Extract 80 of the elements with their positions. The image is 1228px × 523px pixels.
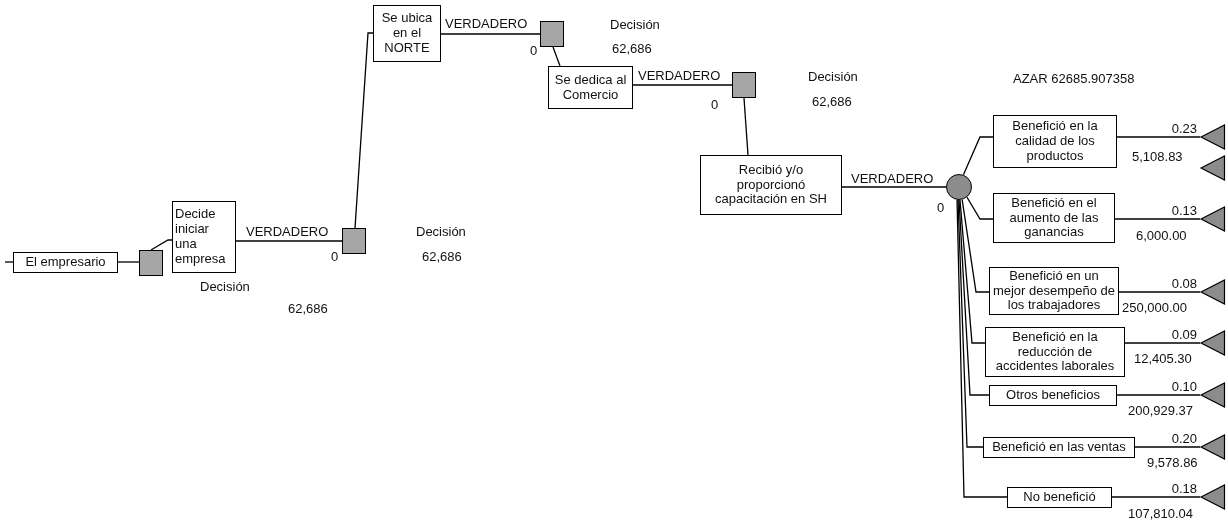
branch-line xyxy=(150,239,173,251)
branch-line xyxy=(354,32,374,229)
end-triangle xyxy=(1200,279,1225,305)
end-triangle xyxy=(1200,124,1225,150)
payoff-value: 9,578.86 xyxy=(1147,456,1198,469)
branch-line xyxy=(956,199,1008,498)
end-triangle xyxy=(1200,484,1225,510)
node-annotation: 0 xyxy=(530,44,538,57)
branch-line xyxy=(1118,291,1201,293)
probability-label: 0.20 xyxy=(1170,432,1198,445)
branch-line xyxy=(962,136,994,176)
branch-line xyxy=(743,97,749,156)
payoff-value: 5,108.83 xyxy=(1132,150,1183,163)
branch-box: Se ubica en el NORTE xyxy=(373,5,441,62)
probability-label: 0.10 xyxy=(1170,380,1198,393)
branch-label: VERDADERO xyxy=(245,225,330,238)
end-triangle xyxy=(1200,330,1225,356)
chance-value-note: 250,000.00 xyxy=(1122,301,1188,314)
branch-line xyxy=(1114,218,1201,220)
branch-box: No benefició xyxy=(1007,487,1112,508)
decision-square xyxy=(540,21,564,47)
payoff-value: 6,000.00 xyxy=(1136,229,1187,242)
branch-line xyxy=(440,33,541,35)
payoff-value: 200,929.37 xyxy=(1128,404,1194,417)
branch-label: VERDADERO xyxy=(850,172,935,185)
payoff-value: 12,405.30 xyxy=(1134,352,1192,365)
decision-square xyxy=(139,250,163,276)
node-annotation: Decisión xyxy=(416,225,466,238)
branch-box: Benefició en el aumento de las ganancias xyxy=(993,193,1115,243)
end-triangle xyxy=(1200,155,1225,181)
node-annotation: Decisión xyxy=(610,18,660,31)
branch-line xyxy=(1111,496,1201,498)
branch-line xyxy=(959,199,986,344)
branch-line xyxy=(961,198,990,293)
branch-line xyxy=(117,261,140,263)
node-annotation: Decisión xyxy=(808,70,858,83)
branch-line xyxy=(235,240,343,242)
node-annotation: 62,686 xyxy=(612,42,652,55)
node-annotation: 0 xyxy=(331,250,339,263)
branch-label: VERDADERO xyxy=(637,69,722,82)
branch-box: Benefició en la reducción de accidentes laborales xyxy=(985,327,1125,377)
chance-value-note: 62,686 xyxy=(288,302,328,315)
node-annotation: 62,686 xyxy=(812,95,852,108)
branch-box: Decide iniciar una empresa xyxy=(172,201,236,273)
branch-line xyxy=(1116,394,1201,396)
branch-box: Se dedica al Comercio xyxy=(548,66,633,109)
node-annotation: 62,686 xyxy=(422,250,462,263)
node-annotation: 0 xyxy=(937,201,945,214)
probability-label: 0.13 xyxy=(1170,204,1198,217)
branch-line xyxy=(957,199,984,448)
chance-value-note: AZAR 62685.907358 xyxy=(1013,72,1135,85)
branch-line xyxy=(632,84,733,86)
branch-line xyxy=(552,46,561,67)
branch-line xyxy=(4,261,14,263)
probability-label: 0.18 xyxy=(1170,482,1198,495)
branch-box: Recibió y/o proporcionó capacitación en SH xyxy=(700,155,842,215)
probability-label: 0.08 xyxy=(1170,277,1198,290)
branch-box: Otros beneficios xyxy=(989,385,1117,406)
chance-circle xyxy=(946,174,972,200)
branch-line xyxy=(1124,342,1201,344)
decision-square xyxy=(342,228,366,254)
branch-line xyxy=(1116,136,1201,138)
branch-box: Benefició en la calidad de los productos xyxy=(993,115,1117,168)
decision-square xyxy=(732,72,756,98)
branch-box: Benefició en las ventas xyxy=(983,437,1135,458)
branch-line xyxy=(1134,446,1201,448)
chance-value-note: Decisión xyxy=(200,280,250,293)
branch-line xyxy=(958,199,990,396)
branch-box: El empresario xyxy=(13,252,118,273)
end-triangle xyxy=(1200,434,1225,460)
branch-line xyxy=(841,186,947,188)
payoff-value: 107,810.04 xyxy=(1128,507,1194,520)
probability-label: 0.09 xyxy=(1170,328,1198,341)
end-triangle xyxy=(1200,206,1225,232)
branch-box: Benefició en un mejor desempeño de los trabajadores xyxy=(989,267,1119,315)
node-annotation: 0 xyxy=(711,98,719,111)
end-triangle xyxy=(1200,382,1225,408)
probability-label: 0.23 xyxy=(1170,122,1198,135)
branch-line xyxy=(966,196,994,220)
branch-label: VERDADERO xyxy=(444,17,529,30)
